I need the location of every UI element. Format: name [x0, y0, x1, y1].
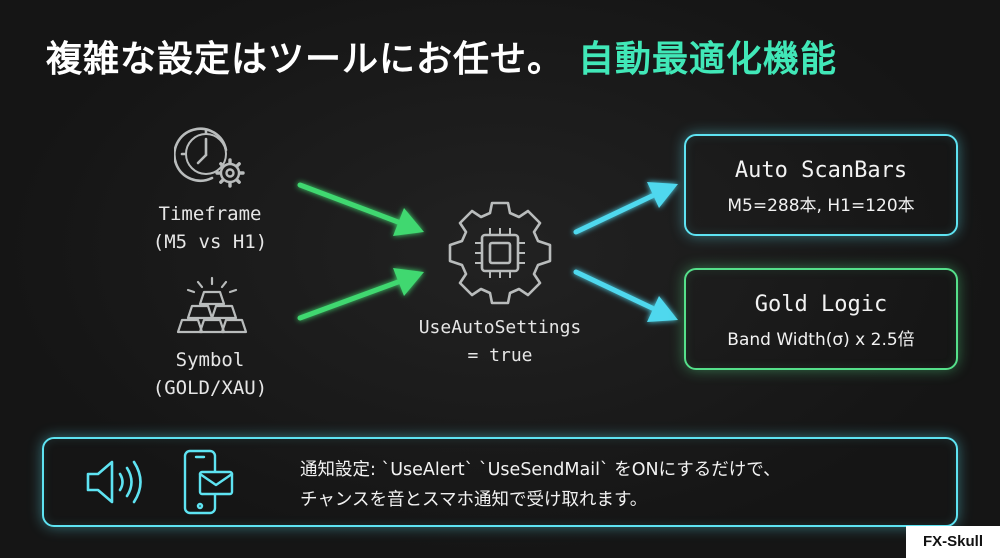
arrowhead-timeframe — [393, 208, 424, 236]
timeframe-label: Timeframe (M5 vs H1) — [130, 200, 290, 256]
arrowhead-symbol — [393, 268, 424, 296]
notification-text: 通知設定: `UseAlert` `UseSendMail` をONにするだけで… — [300, 455, 781, 515]
center-line1: UseAutoSettings — [418, 317, 582, 338]
symbol-line1: Symbol — [175, 349, 245, 371]
brand-badge: FX-Skull — [906, 526, 1000, 558]
gold-logic-box: Gold Logic Band Width(σ) x 2.5倍 — [684, 268, 958, 370]
arrow-center-to-scanbars — [573, 193, 655, 235]
arrow-timeframe-to-center — [297, 182, 401, 225]
gold-logic-title: Gold Logic — [754, 292, 888, 317]
gold-bars-icon — [176, 276, 248, 334]
gold-logic-sub: Band Width(σ) x 2.5倍 — [727, 330, 915, 350]
symbol-line2: (GOLD/XAU) — [152, 377, 268, 399]
arrow-center-to-gold — [573, 269, 655, 311]
center-label: UseAutoSettings = true — [395, 314, 605, 370]
arrow-symbol-to-center — [297, 279, 401, 321]
cpu-gear-icon — [448, 201, 552, 305]
clock-gear-icon — [174, 127, 245, 188]
page-title: 複雑な設定はツールにお任せ。自動最適化機能 — [46, 30, 837, 82]
center-line2: = true — [467, 345, 533, 366]
arrowhead-gold — [647, 296, 678, 322]
timeframe-line2: (M5 vs H1) — [152, 231, 268, 253]
speaker-icon — [86, 460, 142, 504]
scanbars-box: Auto ScanBars M5=288本, H1=120本 — [684, 134, 958, 236]
title-main: 複雑な設定はツールにお任せ。 — [46, 39, 565, 80]
title-accent: 自動最適化機能 — [578, 39, 838, 80]
phone-mail-icon — [183, 449, 234, 515]
scanbars-title: Auto ScanBars — [734, 158, 908, 183]
timeframe-line1: Timeframe — [158, 203, 262, 225]
notification-panel — [42, 437, 958, 527]
scanbars-sub: M5=288本, H1=120本 — [727, 196, 915, 216]
notification-line2: チャンスを音とスマホ通知で受け取れます。 — [300, 490, 648, 510]
notification-line1: 通知設定: `UseAlert` `UseSendMail` をONにするだけで… — [300, 460, 781, 480]
symbol-label: Symbol (GOLD/XAU) — [130, 346, 290, 402]
arrowhead-scanbars — [647, 182, 678, 208]
